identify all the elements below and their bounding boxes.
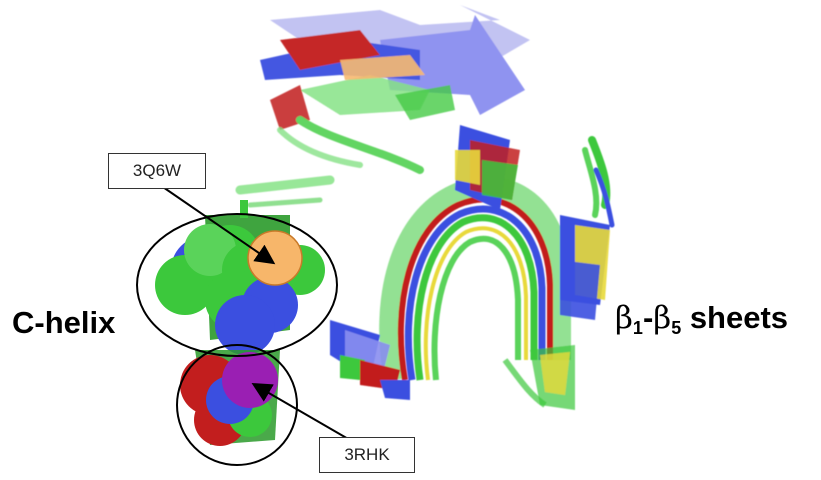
- callout-3q6w-label: 3Q6W: [132, 161, 182, 180]
- callout-3rhk-label: 3RHK: [344, 445, 390, 464]
- beta-symbol-1: β: [615, 300, 633, 336]
- beta-subscript-end: 5: [671, 318, 682, 338]
- c-helix-outline-bottom: [176, 344, 298, 466]
- callout-3rhk: 3RHK: [319, 437, 415, 473]
- beta-dash: -: [642, 300, 654, 335]
- beta-sheets-label: β1-β5 sheets: [615, 300, 788, 339]
- callout-3q6w: 3Q6W: [108, 153, 206, 189]
- top-sheet-arrows: [235, 5, 530, 208]
- beta-sheets-suffix: sheets: [681, 300, 789, 335]
- arrow-3q6w: [159, 184, 276, 265]
- beta-sheet-arch: [330, 125, 615, 410]
- c-helix-label-text: C-helix: [12, 305, 116, 340]
- c-helix-cluster: [155, 200, 325, 446]
- arrow-3rhk: [251, 382, 351, 441]
- beta-subscript-start: 1: [632, 318, 643, 338]
- c-helix-label: C-helix: [12, 305, 115, 341]
- c-helix-outline-top: [136, 213, 338, 357]
- beta-symbol-2: β: [653, 300, 672, 336]
